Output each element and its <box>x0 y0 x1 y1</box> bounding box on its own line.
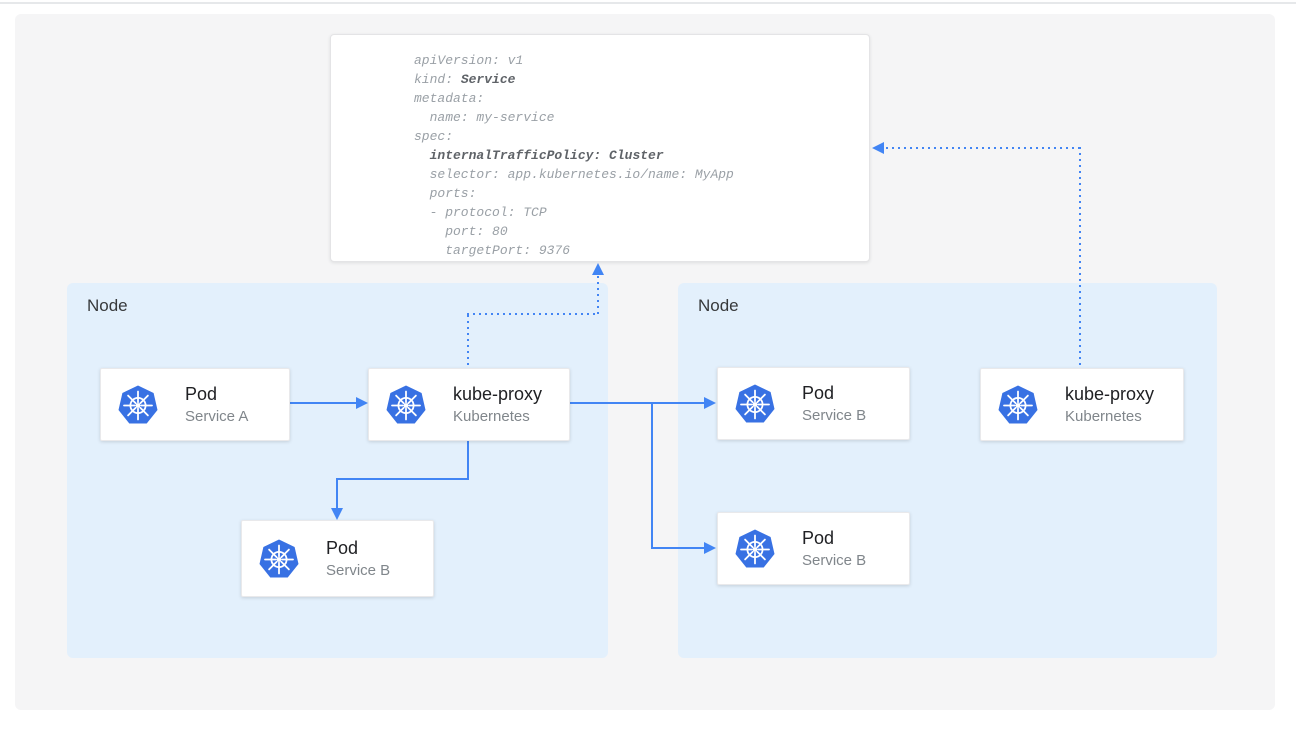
dotted-to-yaml-bottom-line <box>597 276 599 315</box>
node-left-label: Node <box>87 296 128 315</box>
card-kube-proxy-left: kube-proxy Kubernetes <box>368 368 570 441</box>
dotted-kube-proxy-right-line <box>467 313 599 315</box>
arrow-pod-a-to-kube-proxy-head <box>356 397 368 409</box>
dotted-right-kube-proxy-up-line <box>1079 147 1081 367</box>
card-subtitle: Service A <box>185 408 249 425</box>
arrow-to-pod-b-left-head <box>331 508 343 520</box>
top-divider <box>0 2 1296 4</box>
card-pod-service-b-left: Pod Service B <box>241 520 434 597</box>
dotted-right-kube-proxy-left-line <box>886 147 1080 149</box>
card-title: Pod <box>802 383 835 403</box>
arrow-pod-a-to-kube-proxy-line <box>290 402 356 404</box>
card-title: Pod <box>802 528 835 548</box>
arrow-kube-proxy-to-pod-b1-line <box>570 402 704 404</box>
dotted-to-yaml-right-head <box>872 142 884 154</box>
card-kube-proxy-right: kube-proxy Kubernetes <box>980 368 1184 441</box>
card-subtitle: Kubernetes <box>1065 408 1142 425</box>
card-title: Pod <box>326 538 359 558</box>
card-pod-service-b-right-1: Pod Service B <box>717 367 910 440</box>
card-subtitle: Service B <box>326 562 391 579</box>
card-subtitle: Service B <box>802 407 867 424</box>
arrow-kube-proxy-to-pod-b1-head <box>704 397 716 409</box>
node-left: Node <box>67 283 608 658</box>
kubernetes-icon <box>997 384 1039 424</box>
card-subtitle: Kubernetes <box>453 408 530 425</box>
card-pod-service-a: Pod Service A <box>100 368 290 441</box>
card-pod-service-b-right-2: Pod Service B <box>717 512 910 585</box>
arrow-branch-down-line <box>651 402 653 548</box>
arrow-kube-proxy-down-line <box>467 441 469 480</box>
node-right-label: Node <box>698 296 739 315</box>
card-title: kube-proxy <box>1065 384 1155 404</box>
arrow-branch-to-pod-b2-head <box>704 542 716 554</box>
dotted-kube-proxy-up-line <box>467 315 469 368</box>
kubernetes-icon <box>734 383 776 423</box>
kubernetes-icon <box>117 384 159 424</box>
kubernetes-icon <box>258 538 300 578</box>
arrow-kube-proxy-left-line <box>336 478 469 480</box>
node-right: Node <box>678 283 1217 658</box>
card-title: kube-proxy <box>453 384 543 404</box>
arrow-to-pod-b-left-line <box>336 478 338 508</box>
card-title: Pod <box>185 384 218 404</box>
dotted-to-yaml-bottom-head <box>592 263 604 275</box>
kubernetes-icon <box>734 528 776 568</box>
kubernetes-icon <box>385 384 427 424</box>
card-subtitle: Service B <box>802 552 867 569</box>
arrow-branch-to-pod-b2-line <box>651 547 704 549</box>
